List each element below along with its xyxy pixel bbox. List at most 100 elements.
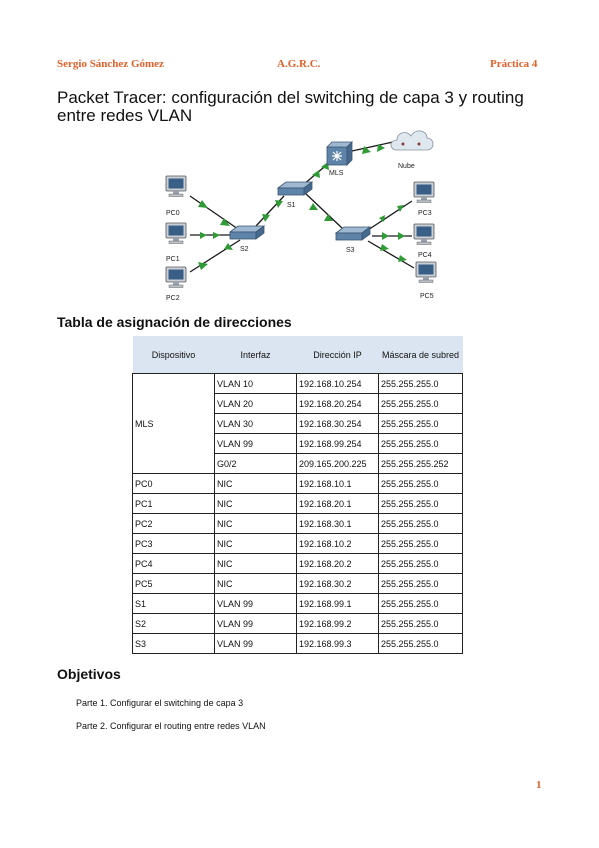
cell-mask: 255.255.255.0 [378, 513, 463, 534]
pc4-icon [413, 223, 435, 245]
cell-ip: 192.168.99.2 [296, 613, 379, 634]
pc4-label: PC4 [418, 252, 432, 259]
col-header: Interfaz [214, 336, 297, 374]
pc0-icon [165, 175, 187, 197]
cell-interface: VLAN 20 [214, 393, 297, 414]
cell-ip: 209.165.200.225 [296, 453, 379, 474]
switch-s2-icon [229, 225, 265, 240]
objectives-heading: Objetivos [57, 666, 121, 682]
col-header: Máscara de subred [378, 336, 463, 374]
cell-interface: NIC [214, 553, 297, 574]
page-number: 1 [536, 779, 542, 791]
cell-device: PC0 [132, 473, 215, 494]
pc2-icon [165, 266, 187, 288]
s1-label: S1 [287, 202, 296, 209]
cell-mask: 255.255.255.0 [378, 473, 463, 494]
cell-mask: 255.255.255.0 [378, 573, 463, 594]
cell-mask: 255.255.255.0 [378, 613, 463, 634]
mls-label: MLS [329, 170, 344, 177]
cell-interface: VLAN 99 [214, 613, 297, 634]
cell-ip: 192.168.10.1 [296, 473, 379, 494]
cell-device: S1 [132, 593, 215, 614]
cell-interface: NIC [214, 513, 297, 534]
cell-ip: 192.168.99.1 [296, 593, 379, 614]
cell-interface: VLAN 10 [214, 373, 297, 394]
col-header: Dirección IP [296, 336, 379, 374]
cell-mask: 255.255.255.0 [378, 633, 463, 654]
cell-interface: NIC [214, 473, 297, 494]
cell-ip: 192.168.30.254 [296, 413, 379, 434]
page-title: Packet Tracer: configuración del switchi… [57, 88, 524, 125]
pc1-label: PC1 [166, 256, 180, 263]
network-topology-diagram: PC0 PC1 PC2 PC3 PC4 PC5 S1 S2 S3 MLS Nub… [165, 130, 437, 302]
cell-ip: 192.168.20.2 [296, 553, 379, 574]
pc2-label: PC2 [166, 295, 180, 302]
address-table: Dispositivo Interfaz Dirección IP Máscar… [132, 336, 463, 654]
switch-s3-icon [335, 226, 371, 241]
pc5-icon [415, 261, 437, 283]
cell-ip: 192.168.20.1 [296, 493, 379, 514]
cell-device: PC1 [132, 493, 215, 514]
cell-device: S3 [132, 633, 215, 654]
switch-s1-icon [277, 181, 313, 196]
cell-mask: 255.255.255.0 [378, 593, 463, 614]
pc1-icon [165, 222, 187, 244]
nube-label: Nube [398, 163, 415, 170]
cell-ip: 192.168.20.254 [296, 393, 379, 414]
cell-interface: VLAN 99 [214, 633, 297, 654]
cell-mask: 255.255.255.0 [378, 413, 463, 434]
cell-mask: 255.255.255.0 [378, 373, 463, 394]
header-author: Sergio Sánchez Gómez [57, 58, 164, 70]
cell-mask: 255.255.255.0 [378, 393, 463, 414]
cell-mask: 255.255.255.252 [378, 453, 463, 474]
cell-ip: 192.168.30.1 [296, 513, 379, 534]
cell-ip: 192.168.10.254 [296, 373, 379, 394]
cell-interface: VLAN 30 [214, 413, 297, 434]
cell-ip: 192.168.99.254 [296, 433, 379, 454]
table-heading: Tabla de asignación de direcciones [57, 314, 292, 330]
cell-device: MLS [132, 373, 215, 474]
pc0-label: PC0 [166, 210, 180, 217]
cell-mask: 255.255.255.0 [378, 533, 463, 554]
cell-mask: 255.255.255.0 [378, 493, 463, 514]
cell-device: PC4 [132, 553, 215, 574]
header-practice: Práctica 4 [490, 58, 538, 70]
s3-label: S3 [346, 247, 355, 254]
cell-interface: NIC [214, 533, 297, 554]
cell-ip: 192.168.99.3 [296, 633, 379, 654]
cell-device: PC5 [132, 573, 215, 594]
col-header: Dispositivo [132, 336, 215, 374]
cloud-icon [390, 130, 434, 151]
pc3-icon [413, 181, 435, 203]
cell-device: PC2 [132, 513, 215, 534]
s2-label: S2 [240, 246, 249, 253]
cell-mask: 255.255.255.0 [378, 433, 463, 454]
cell-device: PC3 [132, 533, 215, 554]
link-indicators [198, 144, 407, 270]
objective-item: Parte 2. Configurar el routing entre red… [76, 721, 266, 731]
pc3-label: PC3 [418, 210, 432, 217]
pc5-label: PC5 [420, 293, 434, 300]
cell-interface: VLAN 99 [214, 433, 297, 454]
objective-item: Parte 1. Configurar el switching de capa… [76, 698, 244, 708]
cell-ip: 192.168.10.2 [296, 533, 379, 554]
multilayer-switch-icon [326, 141, 353, 166]
cell-device: S2 [132, 613, 215, 634]
header-course: A.G.R.C. [277, 58, 321, 70]
cell-ip: 192.168.30.2 [296, 573, 379, 594]
cell-interface: NIC [214, 573, 297, 594]
